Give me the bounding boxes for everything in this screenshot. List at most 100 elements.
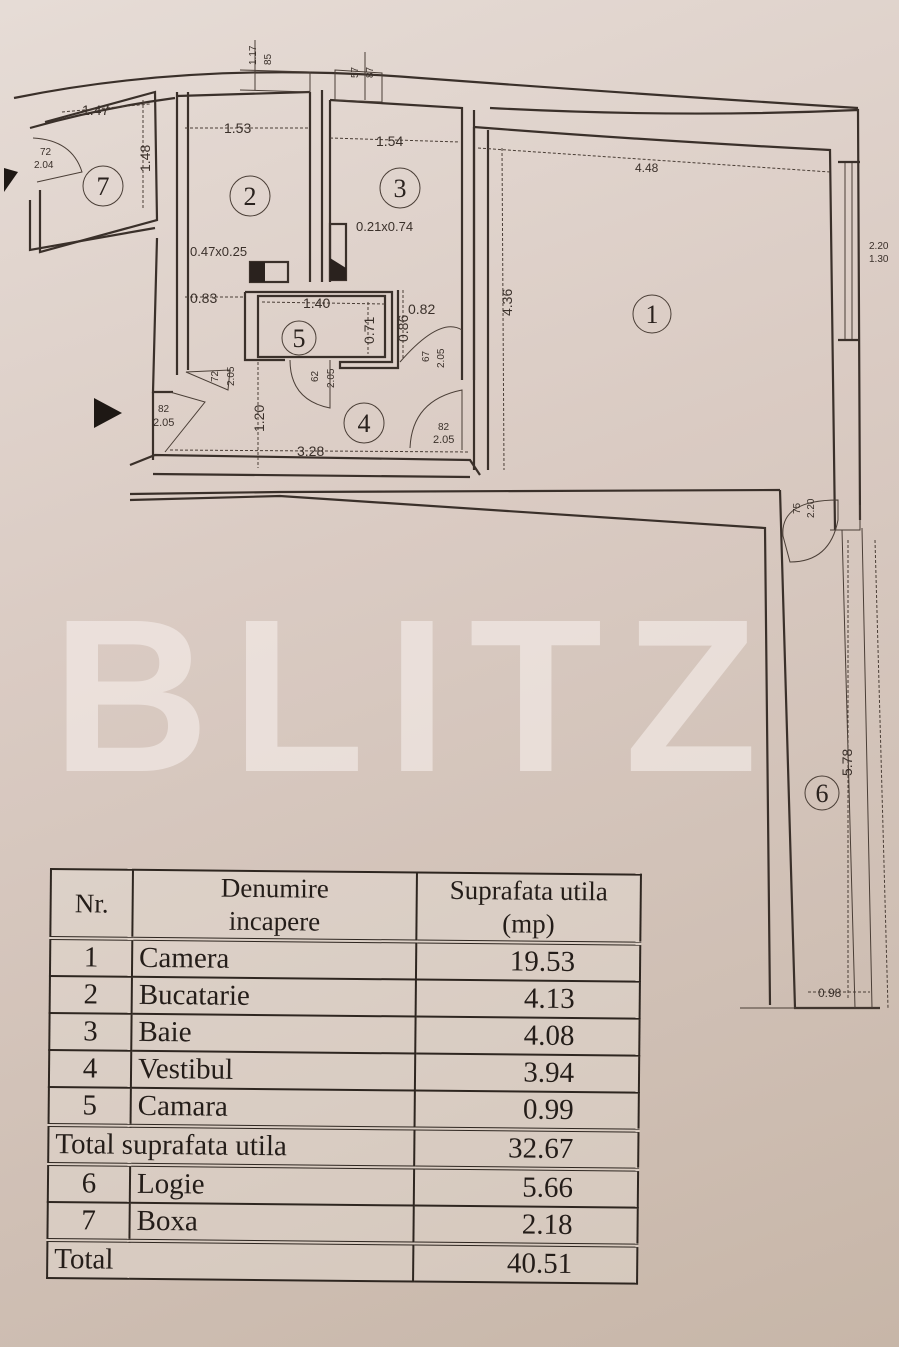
total-label: Total — [47, 1239, 414, 1282]
room-4-vestibul-outline — [129, 326, 481, 479]
dim-pantry-door-h: 2.05 — [326, 368, 337, 388]
dim-room-door-w: 82 — [438, 422, 450, 433]
room-1-camera-outline — [472, 106, 862, 531]
header-area-line2: (mp) — [502, 908, 555, 939]
row-nr: 4 — [48, 1050, 132, 1088]
room-2-bucatarie-outline — [175, 90, 324, 375]
dim-loggia-door-w: 75 — [792, 502, 803, 514]
dim-bath-door-h: 2.05 — [436, 348, 447, 368]
facade-wall-outer — [13, 71, 859, 110]
dim-bath-door-w: 67 — [421, 350, 432, 362]
dim-room-window-top: 2.20 — [869, 241, 889, 252]
svg-text:4: 4 — [358, 409, 371, 438]
header-room-name-line1: Denumire — [220, 872, 329, 904]
row-area: 4.08 — [415, 1016, 640, 1056]
dim-pantry-door-w: 62 — [310, 370, 321, 382]
total-row: Total 40.51 — [47, 1239, 638, 1284]
row-nr: 5 — [48, 1086, 131, 1126]
dim-boxa-width: 1.47 — [82, 102, 109, 118]
dim-kitchen-duct: 0.47x0.25 — [190, 244, 247, 259]
subtotal-label: Total suprafata utila — [48, 1124, 415, 1168]
header-room-name: Denumire incapere — [132, 869, 417, 942]
row-nr: 7 — [47, 1201, 130, 1241]
boxa-entry-arrow-icon — [4, 168, 18, 192]
dim-bath-width: 1.54 — [376, 133, 403, 149]
table-row: 4 Vestibul 3.94 — [48, 1050, 640, 1093]
table-row: 7 Boxa 2.18 — [47, 1201, 638, 1246]
row-nr: 3 — [49, 1013, 132, 1051]
row-area: 0.99 — [414, 1090, 639, 1131]
dim-boxa-door-h: 2.04 — [34, 160, 54, 171]
row-area: 4.13 — [415, 979, 640, 1019]
dim-room-depth: 4.36 — [499, 289, 515, 316]
entry-arrow-icon — [94, 398, 122, 428]
room-marker-4: 4 — [343, 402, 385, 444]
row-area: 3.94 — [414, 1053, 640, 1093]
total-area: 40.51 — [413, 1243, 638, 1284]
row-nr: 1 — [49, 938, 133, 977]
row-name: Boxa — [129, 1202, 414, 1244]
room-marker-2: 2 — [229, 175, 271, 217]
dim-entry-door-h: 2.05 — [153, 417, 174, 429]
area-table-header: Nr. Denumire incapere Suprafata utila (m… — [50, 869, 641, 944]
subtotal-row: Total suprafata utila 32.67 — [48, 1124, 639, 1170]
row-area: 19.53 — [415, 941, 641, 982]
room-marker-5: 5 — [281, 320, 317, 356]
svg-text:3: 3 — [394, 174, 407, 203]
row-name: Vestibul — [130, 1050, 416, 1091]
svg-text:1: 1 — [646, 300, 659, 329]
dim-pantry-width: 1.40 — [303, 295, 330, 311]
dim-kitchen-window-top: 1.17 — [248, 45, 259, 65]
row-name: Logie — [129, 1164, 415, 1206]
dim-boxa-door-w: 72 — [40, 147, 52, 158]
row-name: Camera — [131, 938, 417, 980]
dim-room-door-h: 2.05 — [433, 434, 454, 446]
room-6-logie-outline — [129, 488, 889, 1010]
table-row: 1 Camera 19.53 — [49, 938, 641, 982]
table-row: 5 Camara 0.99 — [48, 1086, 639, 1131]
dim-loggia-door-h: 2.20 — [806, 498, 817, 518]
room-marker-6: 6 — [804, 775, 840, 811]
dim-kitchen-door-w: 72 — [210, 370, 221, 382]
dim-room-window-bottom: 1.30 — [869, 254, 889, 265]
row-area: 2.18 — [413, 1205, 638, 1246]
svg-text:5: 5 — [293, 324, 306, 353]
dim-hall-length: 3.28 — [297, 443, 324, 459]
dim-hall-right-a: 0.86 — [395, 315, 411, 342]
header-nr: Nr. — [50, 869, 133, 939]
svg-text:2: 2 — [244, 182, 257, 211]
dim-bath-window-bottom: 87 — [365, 66, 376, 78]
dim-bath-window-top: 57 — [350, 66, 361, 78]
row-name: Camara — [130, 1087, 415, 1129]
row-nr: 2 — [49, 976, 132, 1014]
row-area: 5.66 — [413, 1167, 639, 1208]
dim-hall-left-width: 0.83 — [190, 290, 217, 306]
dim-boxa-depth: 1.48 — [137, 145, 153, 172]
dim-bath-duct: 0.21x0.74 — [356, 219, 413, 234]
dim-kitchen-width: 1.53 — [224, 120, 251, 136]
dim-pantry-depth: 0.71 — [361, 317, 377, 344]
dim-hall-right-b: 0.82 — [408, 301, 435, 317]
subtotal-area: 32.67 — [414, 1128, 639, 1170]
header-area-line1: Suprafata utila — [449, 874, 609, 907]
header-room-name-line2: incapere — [228, 905, 321, 937]
room-marker-1: 1 — [632, 294, 672, 334]
dim-loggia-length: 5.78 — [839, 749, 855, 776]
table-row: 2 Bucatarie 4.13 — [49, 976, 640, 1019]
room-marker-3: 3 — [379, 167, 421, 209]
row-name: Bucatarie — [131, 976, 416, 1017]
room-marker-7: 7 — [82, 165, 124, 207]
facade-wall-inner — [29, 96, 176, 130]
area-table: Nr. Denumire incapere Suprafata utila (m… — [46, 868, 642, 1285]
row-nr: 6 — [47, 1163, 131, 1203]
table-row: 6 Logie 5.66 — [47, 1163, 639, 1208]
table-row: 3 Baie 4.08 — [49, 1013, 640, 1056]
dim-room-width: 4.48 — [635, 161, 659, 175]
dim-kitchen-window-bottom: 85 — [263, 53, 274, 65]
dim-hall-depth: 1.20 — [251, 405, 267, 432]
dim-entry-door-w: 82 — [158, 404, 170, 415]
dim-kitchen-door-h: 2.05 — [226, 366, 237, 386]
header-area: Suprafata utila (mp) — [416, 872, 641, 944]
svg-text:7: 7 — [97, 172, 110, 201]
